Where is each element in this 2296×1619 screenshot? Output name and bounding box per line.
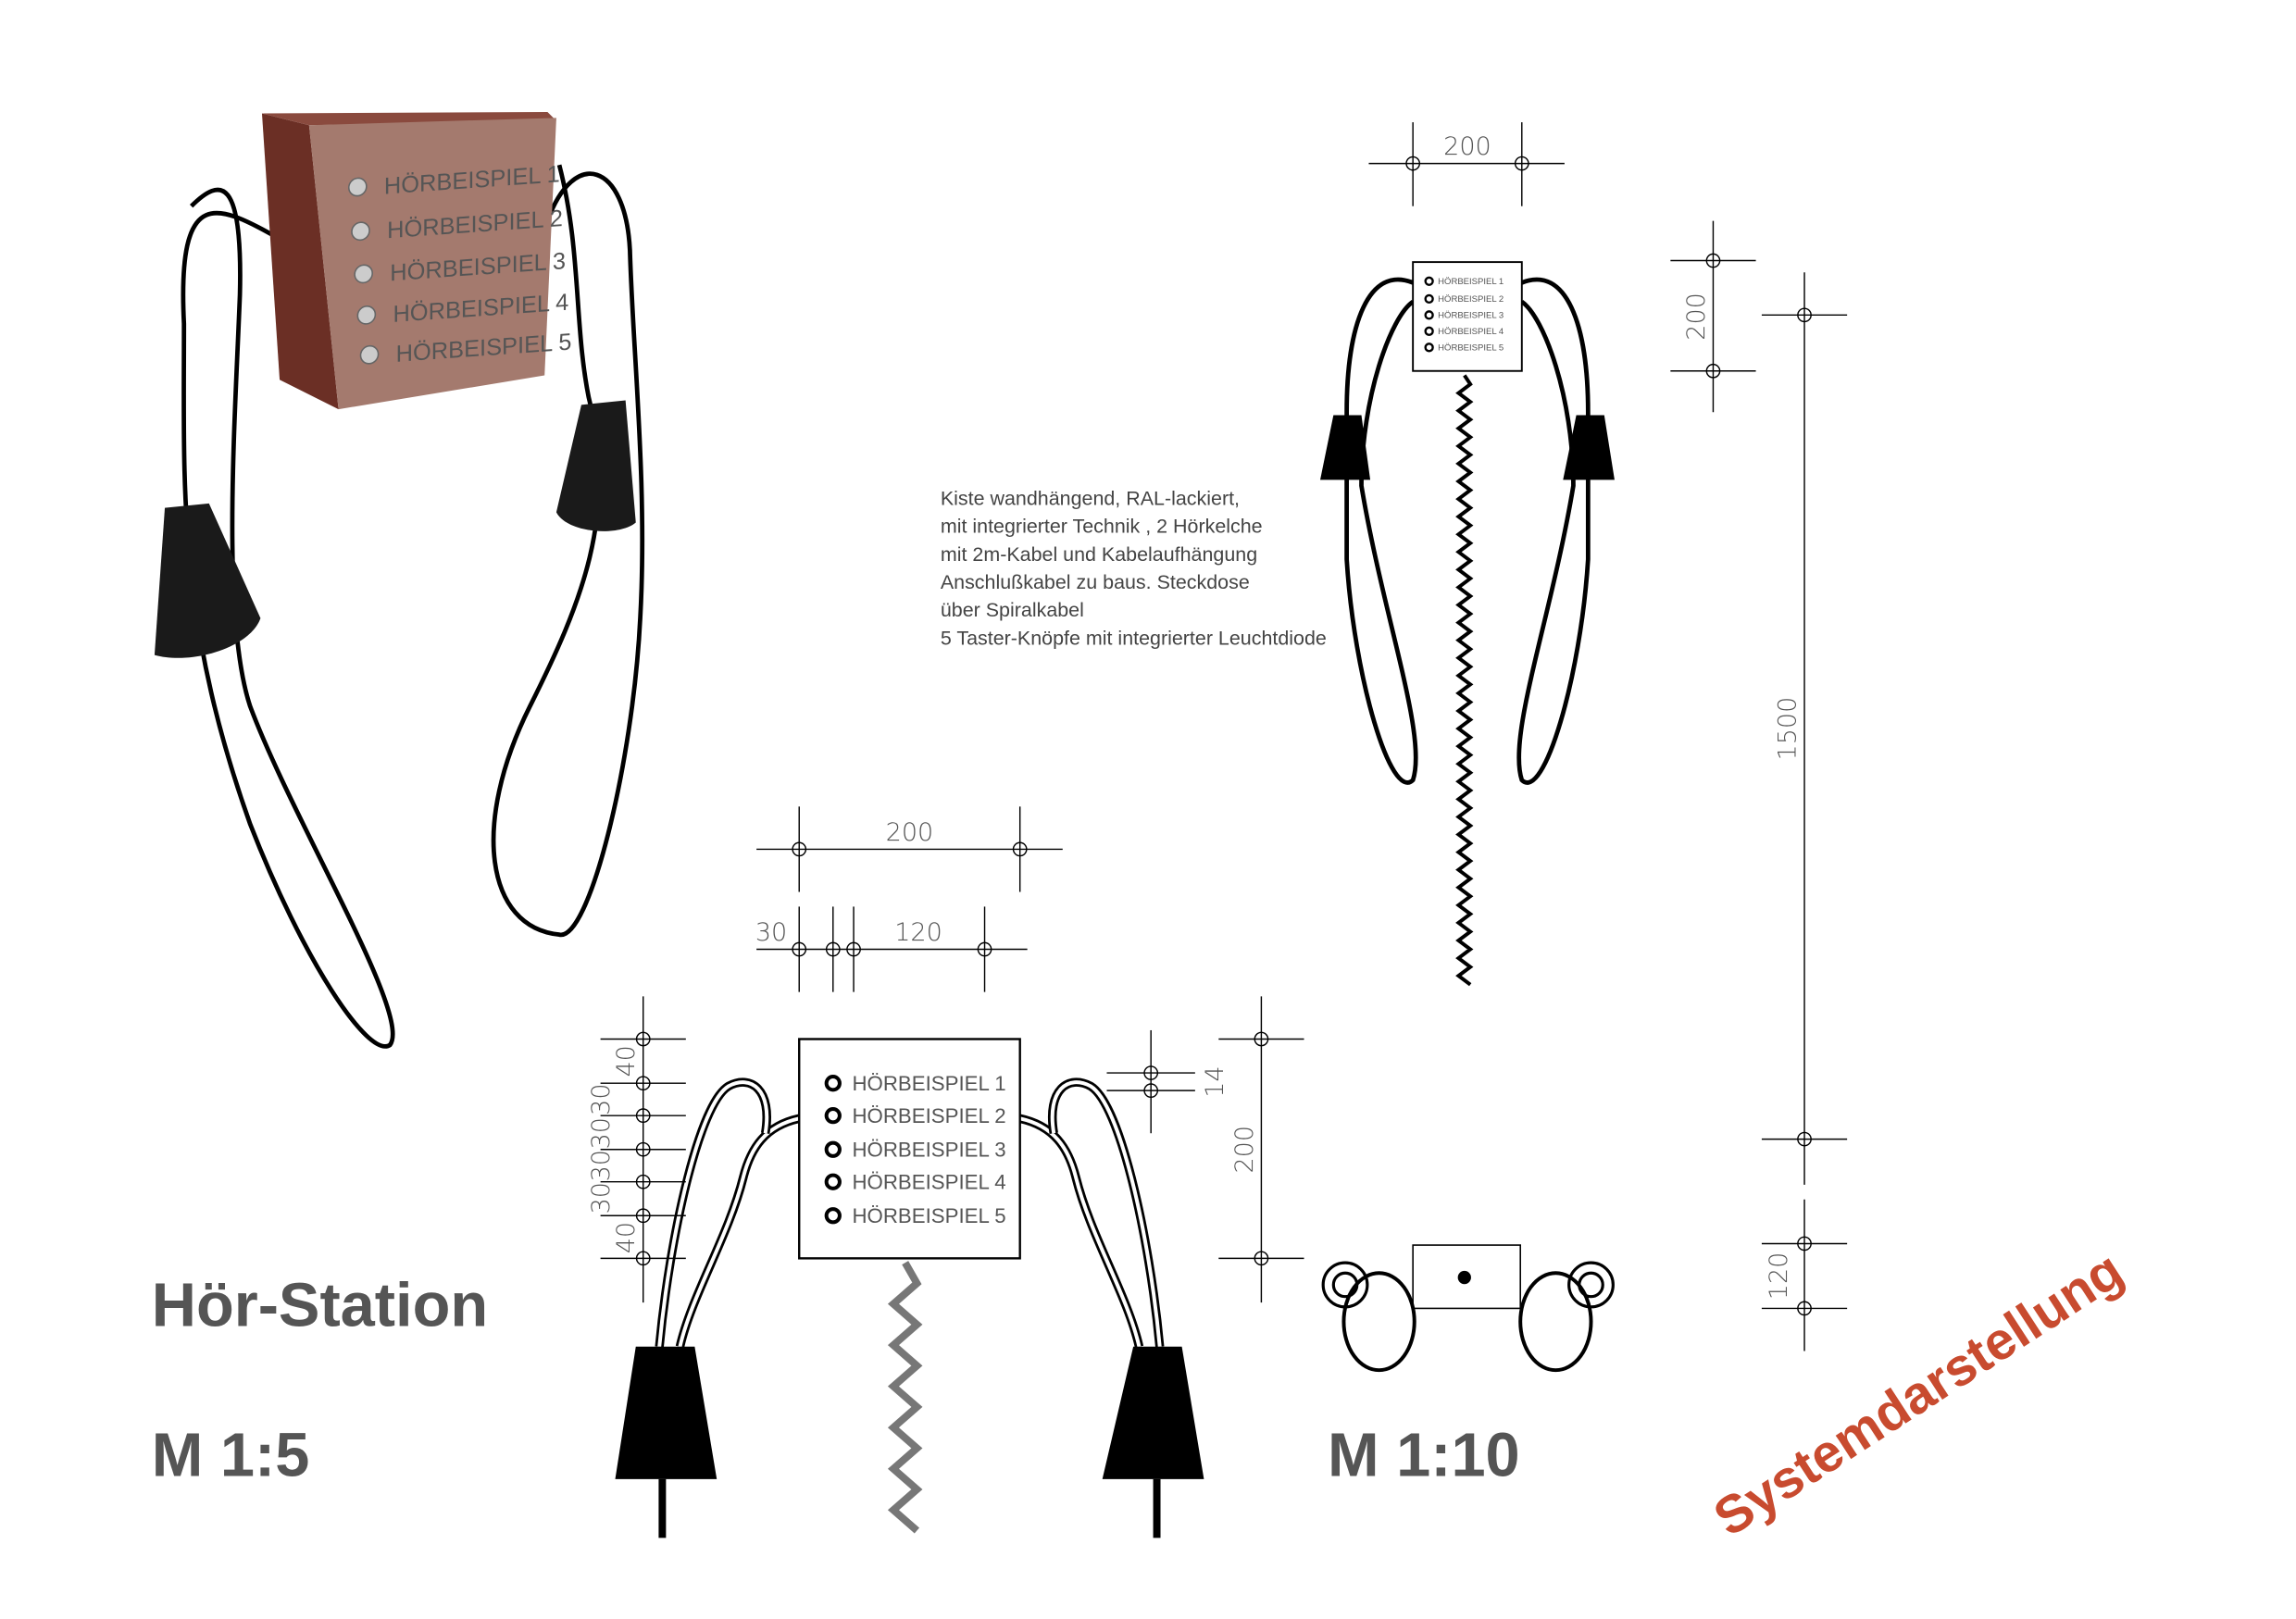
front-view: HÖRBEISPIEL 1 HÖRBEISPIEL 2 HÖRBEISPIEL … [615,1038,1204,1538]
cable-left-icon [181,187,395,1049]
dim-left-bottom: 40 [612,1222,641,1253]
button-label-5: HÖRBEISPIEL 5 [852,1204,1005,1227]
ear-cup-right-icon [555,400,636,531]
dim-side-offset: 30 [755,918,787,947]
spiral-cable-icon [887,1261,923,1534]
cable-icon [657,1080,769,1347]
ear-cup-left-icon [1320,415,1371,480]
button-label-1: HÖRBEISPIEL 1 [852,1072,1005,1095]
dim-left-mid: 30 [587,1150,616,1181]
dimensions-small [1368,122,1848,1351]
scale-label-right: M 1:10 [1328,1422,1520,1490]
ear-cup-left-icon [154,503,261,658]
dim-hang-height: 1500 [1773,697,1802,761]
dim-cable-offset: 14 [1201,1065,1229,1097]
spiral-cable-icon [1455,374,1474,987]
description-text: Kiste wandhängend, RAL-lackiert, mit int… [941,487,1327,649]
box-front [308,118,556,410]
dim-front-height: 200 [1230,1126,1259,1174]
description-line: Anschlußkabel zu baus. Steckdose [941,571,1250,593]
button-label-2: HÖRBEISPIEL 2 [1438,294,1504,305]
perspective-view: HÖRBEISPIEL 1 HÖRBEISPIEL 2 HÖRBEISPIEL … [154,111,645,1049]
dimensions-front [600,806,1304,1303]
dim-small-width: 200 [1443,132,1491,161]
dim-front-width: 200 [886,818,934,847]
elevation-small: HÖRBEISPIEL 1 HÖRBEISPIEL 2 HÖRBEISPIEL … [1320,261,1615,987]
dim-left-mid: 30 [587,1182,616,1214]
description-line: 5 Taster-Knöpfe mit integrierter Leuchtd… [941,627,1327,649]
ear-cup-right-icon [1563,415,1615,480]
ear-cup-right-icon [1102,1346,1204,1479]
cable-icon [1050,1080,1162,1347]
box-side [261,113,339,410]
button-label-4: HÖRBEISPIEL 4 [1438,327,1504,337]
dim-button-width: 120 [894,918,942,947]
cable-icon [655,1077,771,1348]
description-line: Kiste wandhängend, RAL-lackiert, [941,487,1240,509]
button-label-4: HÖRBEISPIEL 4 [852,1171,1005,1194]
ear-cup-left-icon [615,1346,718,1479]
button-label-5: HÖRBEISPIEL 5 [1438,343,1504,354]
button-label-2: HÖRBEISPIEL 2 [852,1104,1005,1127]
button-label-3: HÖRBEISPIEL 3 [852,1139,1005,1162]
description-line: über Spiralkabel [941,599,1084,621]
cable-icon [1048,1077,1165,1348]
dim-plan-depth: 120 [1765,1252,1793,1301]
description-line: mit integrierter Technik , 2 Hörkelche [941,516,1263,538]
dim-left-mid: 30 [587,1117,616,1149]
button-label-1: HÖRBEISPIEL 1 [1438,277,1504,287]
dim-left-top: 40 [612,1045,641,1077]
dim-left-mid: 30 [587,1083,616,1115]
drawing-title: Hör-Station [152,1272,488,1340]
description-line: mit 2m-Kabel und Kabelaufhängung [941,543,1257,566]
dim-small-height: 200 [1682,293,1711,341]
scale-label-left: M 1:5 [152,1422,310,1490]
plan-view [1321,1244,1615,1373]
button-label-3: HÖRBEISPIEL 3 [1438,311,1504,321]
